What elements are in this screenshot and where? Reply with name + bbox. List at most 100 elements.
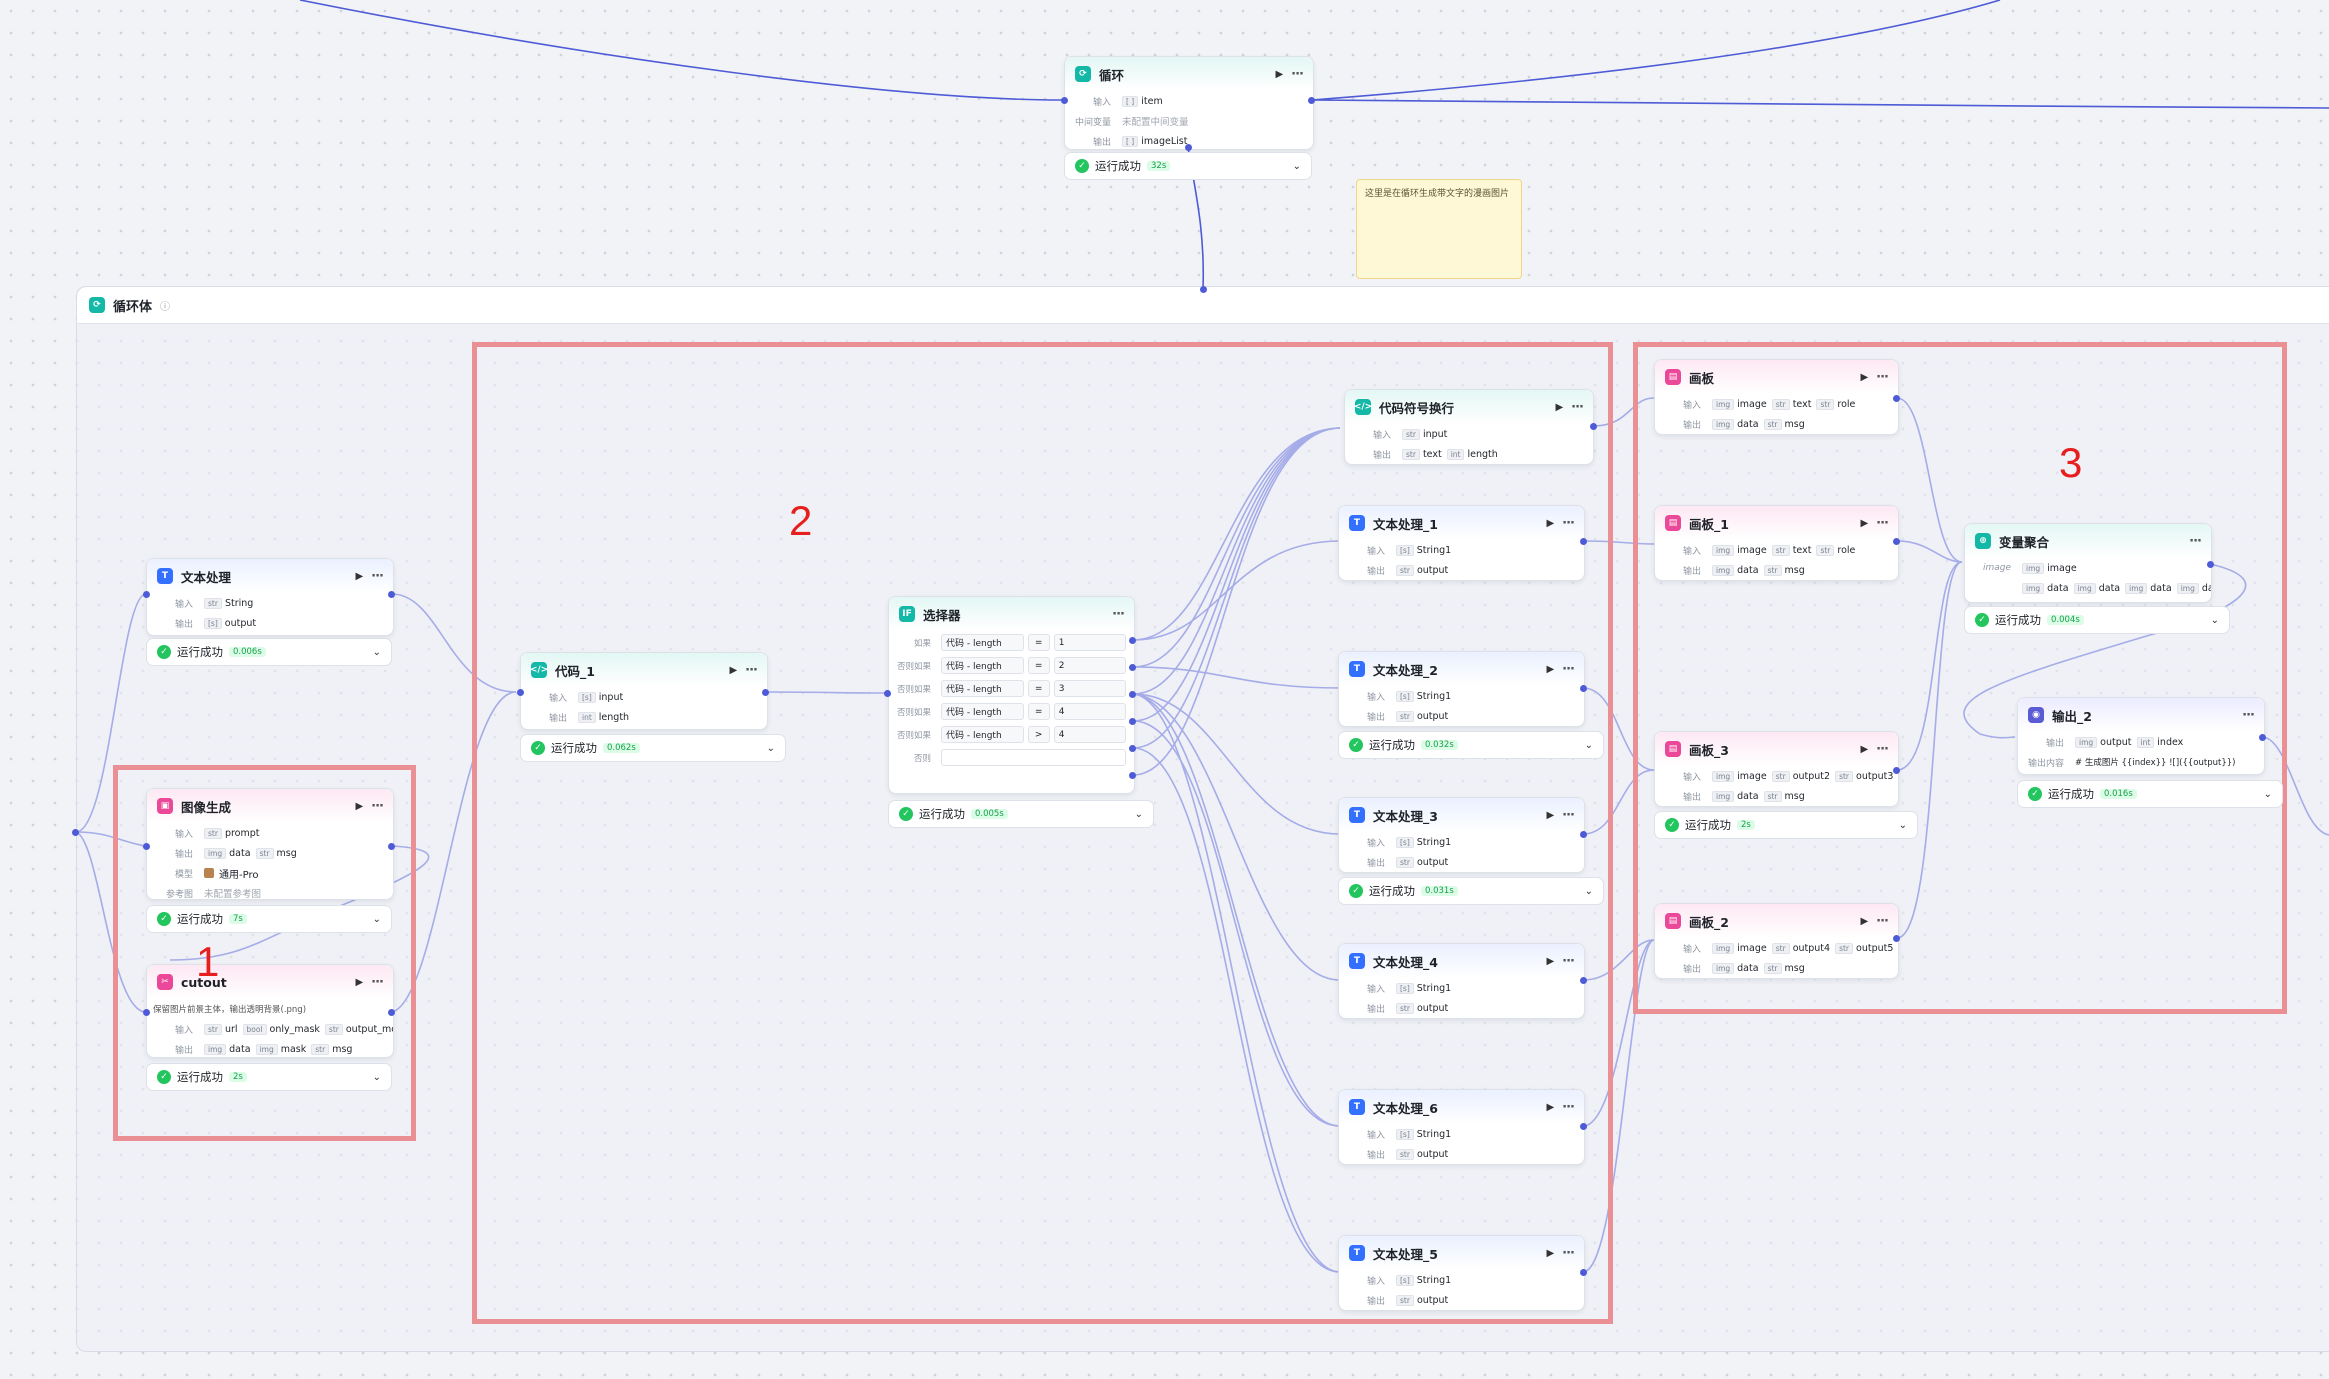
port-dot[interactable] <box>1893 767 1900 774</box>
selector-node[interactable]: IF 选择器 ··· 如果 代码 - length = 1 否则如果 代码 - … <box>888 596 1135 794</box>
run-button[interactable]: ▶ <box>1546 663 1555 675</box>
selector-status[interactable]: ✓ 运行成功 0.005s ⌄ <box>888 800 1154 828</box>
port-dot[interactable] <box>72 829 79 836</box>
cutout-node[interactable]: ✂ cutout ▶ ··· 保留图片前景主体，输出透明背景(.png) 输入 … <box>146 964 394 1058</box>
chevron-down-icon[interactable]: ⌄ <box>1292 160 1301 172</box>
port-dot[interactable] <box>1308 97 1315 104</box>
run-button[interactable]: ▶ <box>1860 371 1869 383</box>
port-dot[interactable] <box>388 1009 395 1016</box>
port-dot[interactable] <box>1893 395 1900 402</box>
sticky-note[interactable]: 这里是在循环生成带文字的漫画图片 <box>1356 179 1522 279</box>
text-process-status[interactable]: ✓ 运行成功 0.006s ⌄ <box>146 638 392 666</box>
cutout-status[interactable]: ✓ 运行成功 2s ⌄ <box>146 1063 392 1091</box>
port-dot[interactable] <box>1200 286 1207 293</box>
more-menu-button[interactable]: ··· <box>1562 1245 1575 1261</box>
condition-row[interactable]: 如果 代码 - length = 1 <box>889 631 1134 654</box>
port-dot[interactable] <box>884 690 891 697</box>
chevron-down-icon[interactable]: ⌄ <box>372 646 381 658</box>
port-dot[interactable] <box>388 591 395 598</box>
image-gen-status[interactable]: ✓ 运行成功 7s ⌄ <box>146 905 392 933</box>
run-button[interactable]: ▶ <box>1275 68 1284 80</box>
more-menu-button[interactable]: ··· <box>1112 606 1125 622</box>
more-menu-button[interactable]: ··· <box>1876 515 1889 531</box>
chevron-down-icon[interactable]: ⌄ <box>372 913 381 925</box>
more-menu-button[interactable]: ··· <box>1562 515 1575 531</box>
more-menu-button[interactable]: ··· <box>371 568 384 584</box>
info-icon[interactable]: ⓘ <box>160 301 171 313</box>
more-menu-button[interactable]: ··· <box>1876 913 1889 929</box>
run-button[interactable]: ▶ <box>355 976 364 988</box>
chevron-down-icon[interactable]: ⌄ <box>2210 614 2219 626</box>
run-button[interactable]: ▶ <box>1860 517 1869 529</box>
else-row[interactable]: 否则 <box>889 746 1134 769</box>
run-button[interactable]: ▶ <box>355 800 364 812</box>
port-dot[interactable] <box>1129 664 1136 671</box>
code1-status[interactable]: ✓ 运行成功 0.062s ⌄ <box>520 734 786 762</box>
chevron-down-icon[interactable]: ⌄ <box>1584 885 1593 897</box>
port-dot[interactable] <box>143 843 150 850</box>
port-dot[interactable] <box>1580 977 1587 984</box>
loop-node[interactable]: ⟳ 循环 ▶ ··· 输入 [ ]item 中间变量 未配置中间变量 输出 [ … <box>1064 56 1314 150</box>
more-menu-button[interactable]: ··· <box>1876 741 1889 757</box>
more-menu-button[interactable]: ··· <box>1562 953 1575 969</box>
run-button[interactable]: ▶ <box>1546 1101 1555 1113</box>
port-dot[interactable] <box>1580 1123 1587 1130</box>
run-button[interactable]: ▶ <box>1555 401 1564 413</box>
port-dot[interactable] <box>388 843 395 850</box>
chevron-down-icon[interactable]: ⌄ <box>1898 819 1907 831</box>
port-dot[interactable] <box>1061 97 1068 104</box>
chevron-down-icon[interactable]: ⌄ <box>766 742 775 754</box>
port-dot[interactable] <box>1590 423 1597 430</box>
more-menu-button[interactable]: ··· <box>1562 661 1575 677</box>
text-process-3-status[interactable]: ✓ 运行成功 0.031s ⌄ <box>1338 877 1604 905</box>
port-dot[interactable] <box>143 591 150 598</box>
more-menu-button[interactable]: ··· <box>371 798 384 814</box>
port-dot[interactable] <box>1580 538 1587 545</box>
port-dot[interactable] <box>1129 637 1136 644</box>
more-menu-button[interactable]: ··· <box>1876 369 1889 385</box>
output-2-status[interactable]: ✓ 运行成功 0.016s ⌄ <box>2017 780 2283 808</box>
port-dot[interactable] <box>517 689 524 696</box>
chevron-down-icon[interactable]: ⌄ <box>2263 788 2272 800</box>
port-dot[interactable] <box>1580 831 1587 838</box>
port-dot[interactable] <box>1580 1269 1587 1276</box>
port-dot[interactable] <box>2259 734 2266 741</box>
run-button[interactable]: ▶ <box>1860 915 1869 927</box>
port-dot[interactable] <box>1580 685 1587 692</box>
condition-row[interactable]: 否则如果 代码 - length = 4 <box>889 700 1134 723</box>
port-dot[interactable] <box>143 1009 150 1016</box>
port-dot[interactable] <box>762 689 769 696</box>
more-menu-button[interactable]: ··· <box>371 974 384 990</box>
more-menu-button[interactable]: ··· <box>1562 807 1575 823</box>
loop-status[interactable]: ✓ 运行成功 32s ⌄ <box>1064 152 1312 180</box>
run-button[interactable]: ▶ <box>1546 809 1555 821</box>
chevron-down-icon[interactable]: ⌄ <box>1134 808 1143 820</box>
more-menu-button[interactable]: ··· <box>1571 399 1584 415</box>
canvas-3-status[interactable]: ✓ 运行成功 2s ⌄ <box>1654 811 1918 839</box>
condition-row[interactable]: 否则如果 代码 - length = 2 <box>889 654 1134 677</box>
port-dot[interactable] <box>1129 718 1136 725</box>
port-dot[interactable] <box>1893 935 1900 942</box>
more-menu-button[interactable]: ··· <box>745 662 758 678</box>
chevron-down-icon[interactable]: ⌄ <box>1584 739 1593 751</box>
aggregate-status[interactable]: ✓ 运行成功 0.004s ⌄ <box>1964 606 2230 634</box>
chevron-down-icon[interactable]: ⌄ <box>372 1071 381 1083</box>
more-menu-button[interactable]: ··· <box>1562 1099 1575 1115</box>
port-dot[interactable] <box>1185 144 1192 151</box>
run-button[interactable]: ▶ <box>1546 955 1555 967</box>
more-menu-button[interactable]: ··· <box>2242 707 2255 723</box>
run-button[interactable]: ▶ <box>1546 517 1555 529</box>
